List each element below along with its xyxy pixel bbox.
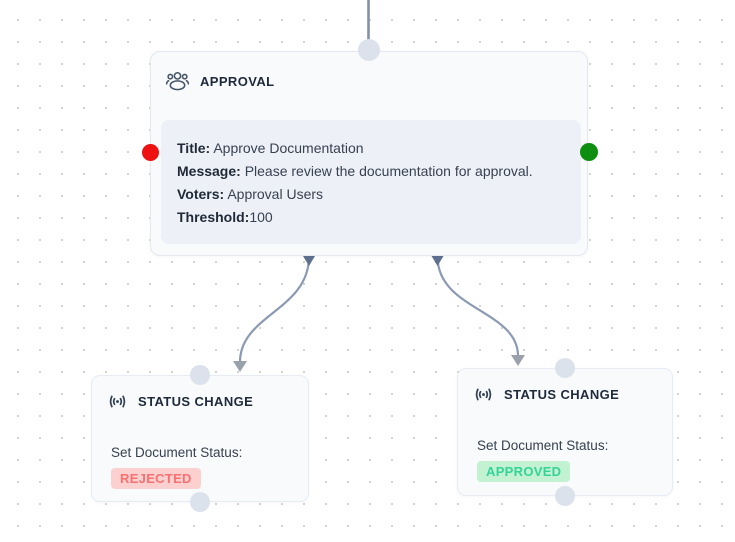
arrowhead-into-rejected [233, 361, 247, 372]
field-message: Message: Please review the documentation… [177, 160, 565, 183]
arrowhead-into-approved [511, 355, 525, 366]
broadcast-icon [472, 383, 495, 406]
status-rejected-header: STATUS CHANGE [92, 376, 308, 413]
edge-source-marker-right [431, 256, 444, 266]
status-change-node-rejected[interactable]: STATUS CHANGE Set Document Status: REJEC… [91, 375, 309, 502]
edge-approval-to-approved[interactable] [436, 256, 520, 357]
approval-red-handle[interactable] [142, 144, 159, 161]
edge-source-marker-left [303, 256, 315, 266]
status-badge-rejected: REJECTED [111, 468, 201, 489]
field-voters-label: Voters: [177, 186, 225, 202]
field-message-value: Please review the documentation for appr… [240, 163, 533, 179]
status-rejected-title: STATUS CHANGE [138, 394, 254, 409]
status-badge-approved: APPROVED [477, 461, 571, 482]
status-change-node-approved[interactable]: STATUS CHANGE Set Document Status: APPRO… [457, 368, 673, 496]
approval-top-handle[interactable] [358, 39, 380, 61]
field-title-value: Approve Documentation [210, 140, 364, 156]
approval-node-header: APPROVAL [151, 52, 587, 94]
approval-node[interactable]: APPROVAL Title: Approve Documentation Me… [150, 51, 588, 256]
approval-node-details: Title: Approve Documentation Message: Pl… [161, 120, 581, 244]
approval-node-title: APPROVAL [200, 74, 275, 89]
status-approved-body: Set Document Status: APPROVED [458, 437, 672, 482]
status-rejected-label: Set Document Status: [111, 445, 243, 460]
status-approved-top-handle[interactable] [555, 358, 575, 378]
broadcast-icon [106, 390, 129, 413]
field-threshold-value: 100 [249, 209, 273, 225]
status-rejected-body: Set Document Status: REJECTED [92, 444, 308, 489]
status-approved-title: STATUS CHANGE [504, 387, 620, 402]
field-title: Title: Approve Documentation [177, 137, 565, 160]
status-approved-bottom-handle[interactable] [555, 486, 575, 506]
status-rejected-top-handle[interactable] [190, 365, 210, 385]
field-message-label: Message: [177, 163, 241, 179]
edge-approval-to-rejected[interactable] [238, 256, 311, 363]
status-approved-label: Set Document Status: [477, 438, 609, 453]
field-voters: Voters: Approval Users [177, 183, 565, 206]
status-approved-header: STATUS CHANGE [458, 369, 672, 406]
field-threshold-label: Threshold: [177, 209, 250, 225]
field-threshold: Threshold:100 [177, 206, 565, 229]
field-voters-value: Approval Users [224, 186, 324, 202]
status-rejected-bottom-handle[interactable] [190, 492, 210, 512]
users-group-icon [165, 69, 190, 94]
field-title-label: Title: [177, 140, 211, 156]
approval-green-handle[interactable] [580, 143, 598, 161]
